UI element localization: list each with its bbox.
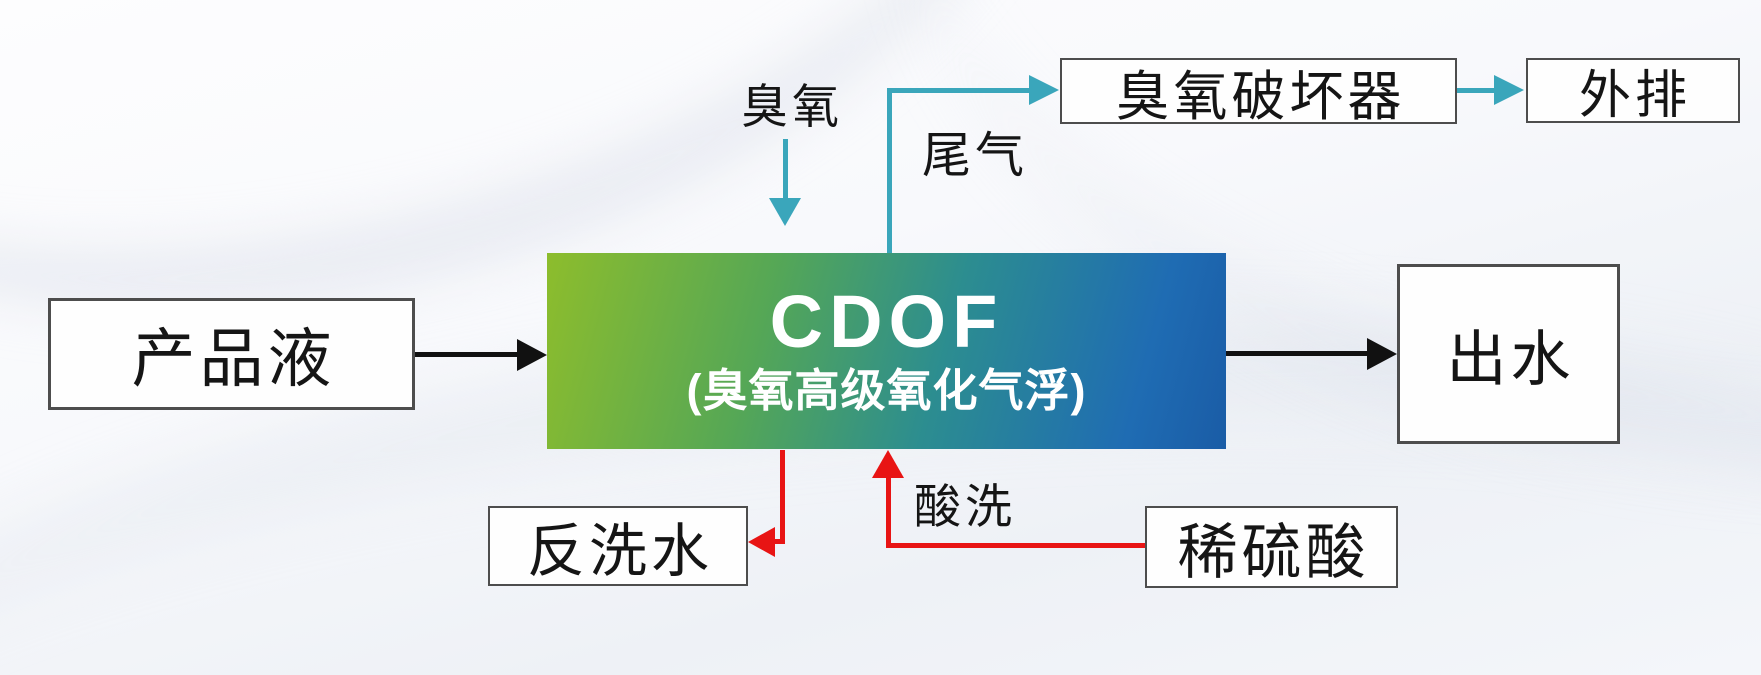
product-liquid-box: 产品液 — [48, 298, 415, 410]
outfall-box: 外排 — [1526, 58, 1740, 125]
tail-gas-flow-label: 尾气 — [921, 128, 1028, 183]
backwash-water-label: 反洗水 — [526, 519, 713, 584]
acid-wash-horizontal-line — [886, 543, 1145, 548]
product-to-cdof-line — [415, 352, 519, 357]
product-to-cdof-arrowhead-icon — [517, 339, 547, 371]
effluent-label: 出水 — [1446, 326, 1575, 393]
dilute-sulfuric-acid-box: 稀硫酸 — [1145, 506, 1398, 588]
ozone-flow-label: 臭氧 — [741, 82, 843, 134]
destructor-to-outfall-arrowhead-icon — [1494, 75, 1524, 105]
dilute-sulfuric-acid-label: 稀硫酸 — [1177, 519, 1370, 586]
backwash-arrowhead-icon — [748, 527, 775, 557]
ozone-feed-arrowhead-icon — [769, 198, 801, 226]
acid-wash-arrowhead-icon — [872, 450, 904, 478]
cdof-title: CDOF — [769, 280, 1004, 363]
cdof-subtitle: (臭氧高级氧化气浮) — [686, 365, 1087, 416]
destructor-to-outfall-line — [1457, 88, 1495, 93]
cdof-to-effluent-arrowhead-icon — [1367, 338, 1397, 370]
acid-wash-vertical-line — [886, 476, 891, 548]
effluent-box: 出水 — [1397, 264, 1620, 444]
cdof-unit-box: CDOF (臭氧高级氧化气浮) — [547, 253, 1226, 449]
tail-gas-arrowhead-icon — [1029, 75, 1059, 105]
ozone-destructor-box: 臭氧破坏器 — [1060, 58, 1457, 127]
backwash-water-box: 反洗水 — [488, 506, 748, 586]
tail-gas-riser-line — [887, 90, 892, 253]
ozone-feed-line — [783, 139, 788, 200]
acid-wash-flow-label: 酸洗 — [914, 482, 1016, 534]
backwash-horizontal-line — [772, 539, 785, 544]
ozone-destructor-label: 臭氧破坏器 — [1115, 66, 1406, 127]
outfall-label: 外排 — [1578, 68, 1691, 125]
cdof-to-effluent-line — [1226, 351, 1369, 356]
backwash-vertical-line — [780, 450, 785, 543]
tail-gas-horizontal-line — [887, 88, 1031, 93]
product-liquid-label: 产品液 — [131, 324, 336, 395]
